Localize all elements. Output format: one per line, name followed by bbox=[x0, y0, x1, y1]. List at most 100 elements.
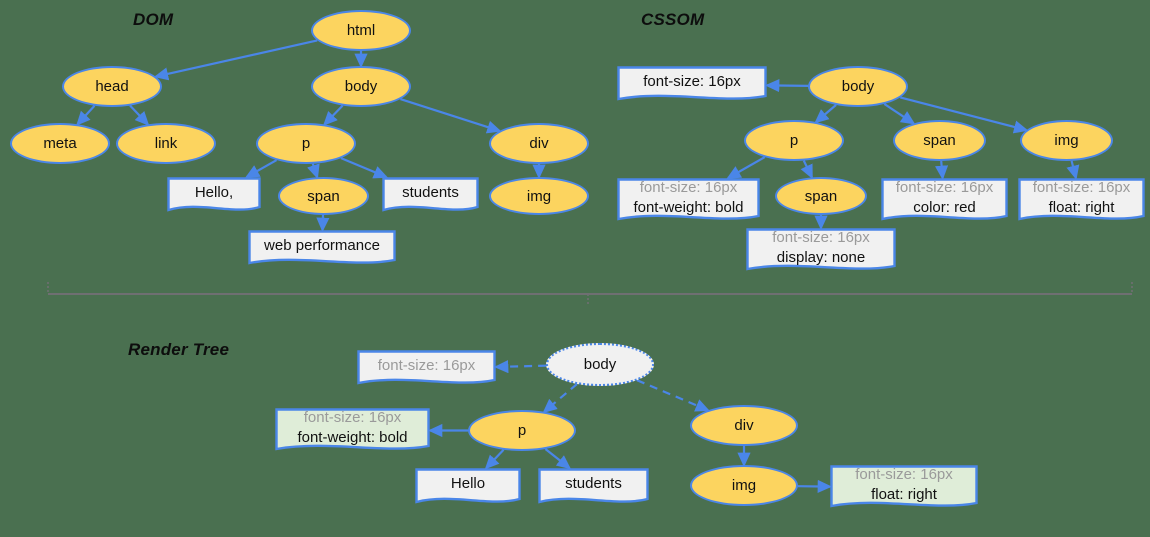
box-render_tree-rb_body: font-size: 16px bbox=[357, 350, 496, 387]
edge-cssom-c_span-to-cb_span bbox=[935, 160, 949, 180]
edge-dom-head-to-link bbox=[129, 104, 150, 126]
edge-cssom-c_body-to-c_span bbox=[883, 102, 916, 125]
box-dom-students: students bbox=[382, 177, 479, 214]
box-text-line: font-size: 16px bbox=[1032, 179, 1131, 197]
node-dom-meta: meta bbox=[10, 123, 110, 164]
box-text-line: font-weight: bold bbox=[633, 198, 744, 216]
box-text: students bbox=[538, 468, 649, 506]
box-shape bbox=[881, 178, 1008, 221]
node-label: img bbox=[1054, 132, 1079, 149]
edge-cssom-c_img-to-cb_img bbox=[1066, 160, 1080, 180]
box-cssom-cb_body: font-size: 16px bbox=[617, 66, 767, 103]
box-shape bbox=[538, 468, 649, 504]
node-dom-p: p bbox=[256, 123, 356, 164]
box-text: font-size: 16px bbox=[357, 350, 496, 387]
box-shape bbox=[167, 177, 261, 212]
edge-render_tree-r_body-to-r_div bbox=[636, 379, 710, 412]
box-dom-hello: Hello, bbox=[167, 177, 261, 214]
node-label: span bbox=[307, 187, 340, 205]
node-label: html bbox=[346, 22, 376, 39]
node-cssom-c_body: body bbox=[808, 66, 908, 107]
node-cssom-c_img: img bbox=[1020, 120, 1113, 161]
node-dom-div: div bbox=[489, 123, 589, 164]
node-label: meta bbox=[43, 135, 77, 152]
box-text-line: float: right bbox=[871, 485, 937, 503]
edge-dom-body-to-p bbox=[323, 104, 344, 126]
box-text-line: font-size: 16px bbox=[303, 409, 402, 427]
node-label: body bbox=[841, 78, 875, 95]
edge-cssom-c_p-to-cb_p bbox=[726, 156, 766, 179]
box-text-line: students bbox=[402, 183, 459, 201]
box-text: Hello, bbox=[167, 177, 261, 214]
edge-cssom-c_body-to-c_p bbox=[814, 104, 837, 124]
box-text-line: students bbox=[565, 475, 622, 493]
box-text-line: font-size: 16px bbox=[639, 179, 738, 197]
node-render_tree-r_p: p bbox=[468, 410, 576, 451]
edge-dom-p-to-hello bbox=[244, 159, 278, 178]
box-shape bbox=[357, 350, 496, 385]
edge-render_tree-r_body-to-r_p bbox=[542, 383, 578, 414]
node-cssom-c_p: p bbox=[744, 120, 844, 161]
box-shape bbox=[415, 468, 521, 504]
edge-dom-head-to-meta bbox=[76, 104, 96, 126]
box-shape bbox=[382, 177, 479, 212]
node-label: body bbox=[583, 356, 617, 373]
box-text: Hello bbox=[415, 468, 521, 506]
section-title-dom: DOM bbox=[133, 10, 174, 29]
edge-dom-html-to-head bbox=[153, 39, 318, 81]
box-text: font-size: 16px bbox=[617, 66, 767, 103]
node-label: p bbox=[517, 422, 527, 439]
node-label: span bbox=[804, 187, 838, 205]
box-render_tree-rb_students: students bbox=[538, 468, 649, 506]
node-cssom-c_span: span bbox=[893, 120, 986, 161]
node-label: span bbox=[923, 132, 956, 149]
edge-dom-span-to-webperf bbox=[316, 214, 330, 232]
box-shape bbox=[830, 465, 978, 508]
node-render_tree-r_div: div bbox=[690, 405, 798, 446]
box-shape bbox=[617, 66, 767, 101]
box-text-line: font-size: 16px bbox=[377, 356, 476, 374]
edge-cssom-c_body-to-cb_body bbox=[765, 78, 809, 93]
edge-render_tree-r_body-to-rb_body bbox=[494, 360, 547, 374]
box-text-line: web performance bbox=[264, 236, 380, 254]
node-render_tree-r_body: body bbox=[546, 343, 654, 386]
node-label: body bbox=[344, 78, 378, 95]
box-text-line: font-size: 16px bbox=[855, 466, 953, 484]
node-label: div bbox=[529, 135, 549, 152]
box-render_tree-rb_hello: Hello bbox=[415, 468, 521, 506]
edge-dom-p-to-students bbox=[340, 157, 389, 179]
box-text-line: font-size: 16px bbox=[643, 72, 741, 90]
box-shape bbox=[248, 230, 396, 265]
node-label: img bbox=[731, 477, 757, 494]
box-shape bbox=[746, 228, 896, 271]
node-label: p bbox=[789, 132, 799, 149]
box-shape bbox=[617, 178, 760, 221]
node-dom-html: html bbox=[311, 10, 411, 51]
box-text: web performance bbox=[248, 230, 396, 267]
box-text: students bbox=[382, 177, 479, 214]
edge-dom-p-to-span bbox=[307, 163, 320, 180]
node-dom-link: link bbox=[116, 123, 216, 164]
box-shape bbox=[275, 408, 430, 451]
section-title-cssom: CSSOM bbox=[641, 10, 705, 29]
box-text-line: color: red bbox=[913, 198, 976, 216]
box-text-line: font-size: 16px bbox=[772, 229, 870, 247]
edge-cssom-c_p-to-c_span2 bbox=[800, 160, 813, 180]
box-shape bbox=[1018, 178, 1145, 221]
node-dom-img: img bbox=[489, 177, 589, 215]
node-cssom-c_span2: span bbox=[775, 177, 867, 215]
node-label: div bbox=[734, 417, 754, 434]
box-text-line: display: none bbox=[776, 248, 866, 266]
box-text-line: float: right bbox=[1048, 198, 1115, 216]
node-dom-span: span bbox=[278, 177, 369, 215]
